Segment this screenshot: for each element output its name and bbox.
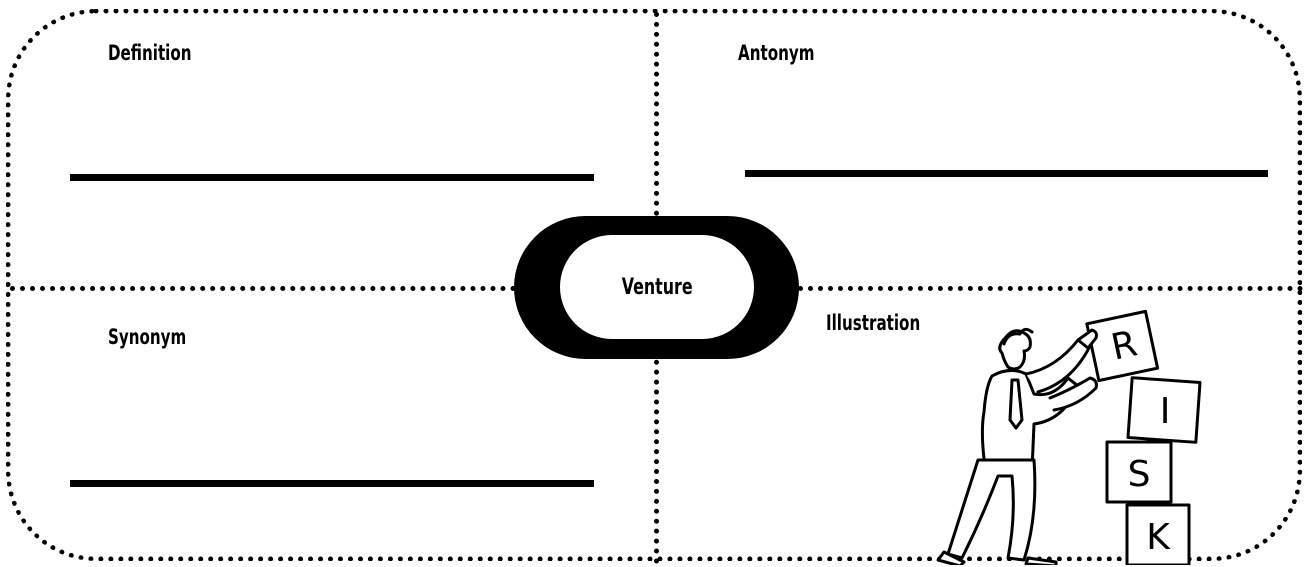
block-letter-k: K [1146,517,1171,558]
definition-label: Definition [108,41,192,65]
antonym-label: Antonym [738,41,815,65]
horizontal-divider-left [10,286,516,291]
person-stacking-risk-blocks-icon: R I S K [936,309,1202,565]
block-letter-s: S [1128,454,1151,495]
horizontal-divider-right [798,286,1303,291]
center-word: Venture [621,274,693,300]
center-word-box: Venture [560,235,754,339]
illustration-label: Illustration [826,311,921,335]
synonym-answer-line[interactable] [70,480,594,487]
synonym-label: Synonym [108,325,187,349]
block-letter-i: I [1160,391,1171,432]
definition-answer-line[interactable] [70,174,594,181]
antonym-answer-line[interactable] [745,170,1268,177]
